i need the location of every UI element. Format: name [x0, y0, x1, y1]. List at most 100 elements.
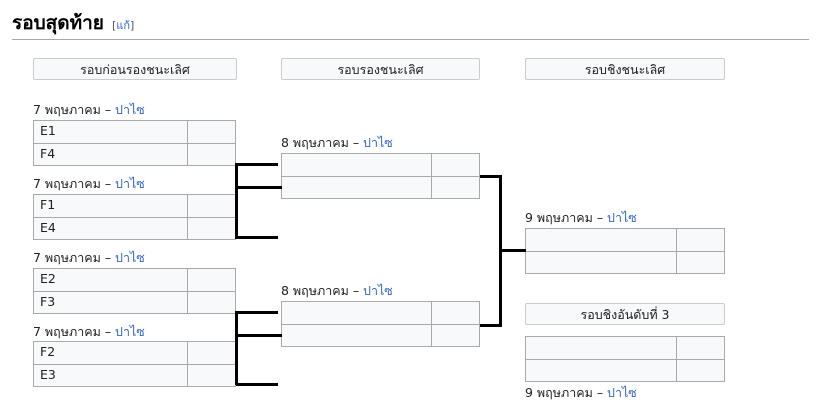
edit-section-link[interactable]: [แก้] [112, 16, 134, 34]
match-row[interactable]: E2 [34, 269, 235, 291]
date-text: 8 พฤษภาคม [281, 283, 349, 298]
bracket-line-sf1-out [480, 175, 502, 178]
bracket-close: ] [130, 19, 135, 32]
bracket-line-sf1-in [235, 186, 282, 189]
team-name [526, 252, 676, 273]
team-name [526, 360, 676, 381]
bracket-line-sf2-out [480, 324, 502, 327]
page-title: รอบสุดท้าย [12, 12, 104, 34]
match-row[interactable]: E1 [34, 121, 235, 143]
date-dash: – [348, 135, 364, 150]
match-qf2: F1 E4 [33, 194, 236, 240]
team-name [526, 337, 676, 359]
date-dash: – [100, 176, 116, 191]
match-row[interactable]: E4 [34, 217, 235, 239]
team-name [282, 302, 431, 324]
venue-link[interactable]: ปาไซ [115, 324, 145, 339]
match-sf1 [281, 153, 480, 199]
team-name: E1 [40, 123, 56, 138]
match-final [525, 228, 725, 274]
match-row[interactable]: F4 [34, 143, 235, 165]
team-name [282, 154, 431, 176]
bracket-line-qf12-vertical [235, 163, 238, 239]
round-header-third-place: รอบชิงอันดับที่ 3 [525, 303, 725, 325]
team-name: F2 [40, 344, 56, 359]
match-date-qf3: 7 พฤษภาคม – ปาไซ [33, 251, 145, 265]
match-row[interactable]: F1 [34, 195, 235, 217]
team-name: F4 [40, 146, 56, 161]
team-score [676, 252, 724, 273]
date-text: 9 พฤษภาคม [525, 210, 593, 225]
match-row[interactable] [282, 324, 479, 346]
date-dash: – [592, 210, 608, 225]
date-text: 7 พฤษภาคม [33, 102, 101, 117]
team-name: F3 [40, 294, 56, 309]
date-text: 7 พฤษภาคม [33, 250, 101, 265]
team-score [676, 360, 724, 381]
match-qf3: E2 F3 [33, 268, 236, 314]
bracket-line-qf34-vertical [235, 311, 238, 385]
match-row[interactable]: E3 [34, 364, 235, 386]
team-name: E3 [40, 367, 56, 382]
match-row[interactable] [526, 229, 724, 251]
team-score [431, 302, 479, 324]
match-qf4: F2 E3 [33, 341, 236, 387]
venue-link[interactable]: ปาไซ [115, 176, 145, 191]
bracket-line-qf2-out [236, 236, 278, 239]
match-date-sf1: 8 พฤษภาคม – ปาไซ [281, 136, 393, 150]
team-name: E4 [40, 220, 56, 235]
team-name: E2 [40, 271, 56, 286]
team-name: F1 [40, 197, 56, 212]
venue-link[interactable]: ปาไซ [607, 385, 637, 400]
team-score [676, 337, 724, 359]
venue-link[interactable]: ปาไซ [115, 250, 145, 265]
venue-link[interactable]: ปาไซ [607, 210, 637, 225]
section-heading: รอบสุดท้าย [แก้] [12, 12, 809, 40]
team-score [187, 121, 235, 143]
date-dash: – [348, 283, 364, 298]
bracket-open: [ [111, 19, 117, 32]
team-score [187, 218, 235, 239]
date-dash: – [100, 250, 116, 265]
team-score [676, 229, 724, 251]
team-score [187, 269, 235, 291]
match-row[interactable] [526, 337, 724, 359]
date-text: 9 พฤษภาคม [525, 385, 593, 400]
match-row[interactable] [282, 154, 479, 176]
match-date-final: 9 พฤษภาคม – ปาไซ [525, 211, 637, 225]
match-date-qf2: 7 พฤษภาคม – ปาไซ [33, 177, 145, 191]
bracket-line-qf3-out [236, 311, 278, 314]
match-row[interactable] [282, 176, 479, 198]
bracket-line-qf1-out [236, 163, 278, 166]
team-name [282, 325, 431, 346]
venue-link[interactable]: ปาไซ [363, 135, 393, 150]
match-sf2 [281, 301, 480, 347]
match-date-sf2: 8 พฤษภาคม – ปาไซ [281, 284, 393, 298]
match-date-third-place: 9 พฤษภาคม – ปาไซ [525, 386, 637, 400]
match-row[interactable] [526, 251, 724, 273]
team-score [431, 177, 479, 198]
team-name [526, 229, 676, 251]
team-score [187, 144, 235, 165]
round-header-semifinal: รอบรองชนะเลิศ [281, 58, 480, 80]
team-score [187, 195, 235, 217]
date-text: 7 พฤษภาคม [33, 176, 101, 191]
match-row[interactable] [282, 302, 479, 324]
match-row[interactable]: F3 [34, 291, 235, 313]
match-row[interactable] [526, 359, 724, 381]
team-name [282, 177, 431, 198]
team-score [187, 365, 235, 386]
date-dash: – [100, 102, 116, 117]
date-dash: – [100, 324, 116, 339]
venue-link[interactable]: ปาไซ [363, 283, 393, 298]
date-text: 8 พฤษภาคม [281, 135, 349, 150]
date-dash: – [592, 385, 608, 400]
bracket-line-qf4-out [236, 383, 278, 386]
match-date-qf1: 7 พฤษภาคม – ปาไซ [33, 103, 145, 117]
edit-link-label[interactable]: แก้ [116, 19, 130, 32]
match-date-qf4: 7 พฤษภาคม – ปาไซ [33, 325, 145, 339]
match-row[interactable]: F2 [34, 342, 235, 364]
match-qf1: E1 F4 [33, 120, 236, 166]
venue-link[interactable]: ปาไซ [115, 102, 145, 117]
round-header-quarterfinal: รอบก่อนรองชนะเลิศ [33, 58, 237, 80]
